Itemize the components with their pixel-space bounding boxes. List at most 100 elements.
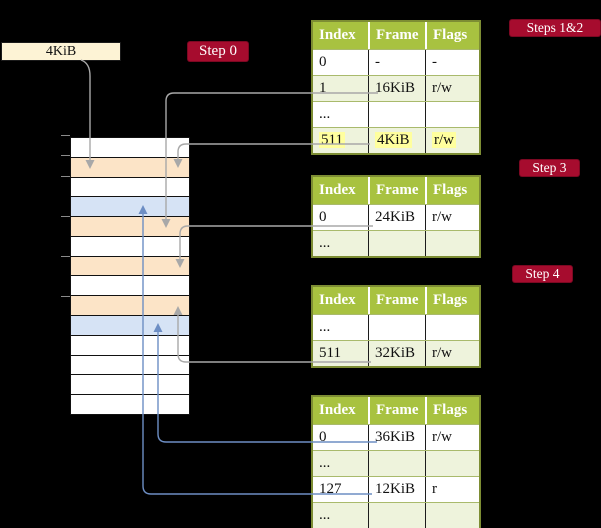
memory-frame-row-4 [71, 196, 189, 217]
table-cell [425, 315, 479, 340]
table-cell [368, 503, 425, 528]
table-cell: ... [313, 503, 368, 528]
table-cell [425, 231, 479, 256]
memory-frame-row-11 [71, 334, 189, 355]
table-cell-text: r/w [432, 345, 452, 361]
memory-frame-row-2 [71, 156, 189, 177]
address-tick [61, 135, 70, 136]
table-row: 0 24KiB r/w [313, 204, 479, 230]
column-header: Frame [368, 22, 425, 49]
address-tick [61, 155, 70, 156]
table-cell: 32KiB [368, 341, 425, 366]
memory-frame-row-13 [71, 374, 189, 395]
column-header: Index [319, 182, 356, 198]
table-cell-text: ... [319, 455, 331, 471]
table-cell: r/w [425, 76, 479, 101]
table-cell [368, 102, 425, 127]
table-cell: 0 [313, 50, 368, 75]
column-header: Flags [425, 177, 479, 204]
table-row: ... [313, 502, 479, 528]
address-tick [61, 296, 70, 297]
table-cell: r/w [425, 341, 479, 366]
table-cell: ... [313, 102, 368, 127]
table-cell: ... [313, 231, 368, 256]
badge-steps-1-2: Steps 1&2 [510, 20, 600, 36]
table-cell-text: 511 [319, 345, 341, 361]
column-header: Index [319, 27, 356, 43]
table-cell-text: - [375, 54, 380, 70]
table-cell: 1 [313, 76, 368, 101]
badge-step-0: Step 0 [188, 42, 248, 61]
memory-frame-row-14 [71, 394, 189, 414]
table-cell-text: ... [319, 106, 331, 122]
table-cell-text: 1 [319, 80, 327, 96]
physical-memory-column [70, 137, 190, 415]
column-header: Flags [425, 287, 479, 314]
table-cell: r/w [425, 128, 479, 153]
table-cell [425, 451, 479, 476]
table-cell: ... [313, 315, 368, 340]
table-cell-text: ... [319, 507, 331, 523]
table-cell: r/w [425, 425, 479, 450]
table-cell: 0 [313, 205, 368, 230]
table-cell-text: r/w [432, 80, 452, 96]
table-cell-text: r/w [432, 209, 452, 225]
memory-frame-row-6 [71, 235, 189, 256]
table-cell-text: 511 [319, 132, 345, 148]
table-cell-text: r/w [432, 132, 456, 148]
column-header: Frame [368, 287, 425, 314]
table-row: ... [313, 101, 479, 127]
address-tick [61, 256, 70, 257]
table-cell: 4KiB [368, 128, 425, 153]
table-cell: r [425, 477, 479, 502]
table-cell: 16KiB [368, 76, 425, 101]
column-header: Index [319, 292, 356, 308]
column-header: Flags [425, 397, 479, 424]
address-tick [61, 216, 70, 217]
table-cell-text: 0 [319, 54, 327, 70]
table-cell: r/w [425, 205, 479, 230]
column-header: Frame [368, 177, 425, 204]
memory-frame-row-9 [71, 295, 189, 316]
table-cell-text: 12KiB [375, 481, 416, 497]
table-row: 0 36KiB r/w [313, 424, 479, 450]
memory-frame-row-10 [71, 315, 189, 335]
table-cell-text: 36KiB [375, 429, 416, 445]
table-cell: 127 [313, 477, 368, 502]
table-row: 0 - - [313, 49, 479, 75]
column-header: Index [319, 402, 356, 418]
table-cell: 0 [313, 425, 368, 450]
memory-frame-row-7 [71, 255, 189, 276]
table-cell: 24KiB [368, 205, 425, 230]
table-row: ... [313, 314, 479, 340]
table-cell-text: 0 [319, 209, 327, 225]
table-cell: 12KiB [368, 477, 425, 502]
table-cell-text: r/w [432, 429, 452, 445]
memory-frame-row-12 [71, 354, 189, 375]
memory-frame-row-3 [71, 176, 189, 197]
badge-step-4: Step 4 [513, 266, 572, 282]
table-cell [368, 451, 425, 476]
table-row: 127 12KiB r [313, 476, 479, 502]
page-table-base-box: 4KiB [1, 42, 121, 61]
memory-frame-row-5 [71, 216, 189, 236]
table-cell [425, 503, 479, 528]
table-cell-text: 32KiB [375, 345, 416, 361]
memory-frame-row-1 [71, 138, 189, 157]
table-cell-text: r [432, 481, 437, 497]
table-cell: 36KiB [368, 425, 425, 450]
table-cell-text: 24KiB [375, 209, 416, 225]
table-cell: 511 [313, 341, 368, 366]
table-cell-text: ... [319, 235, 331, 251]
table-cell: 511 [313, 128, 368, 153]
table-row: 1 16KiB r/w [313, 75, 479, 101]
table-cell-text: - [432, 54, 437, 70]
